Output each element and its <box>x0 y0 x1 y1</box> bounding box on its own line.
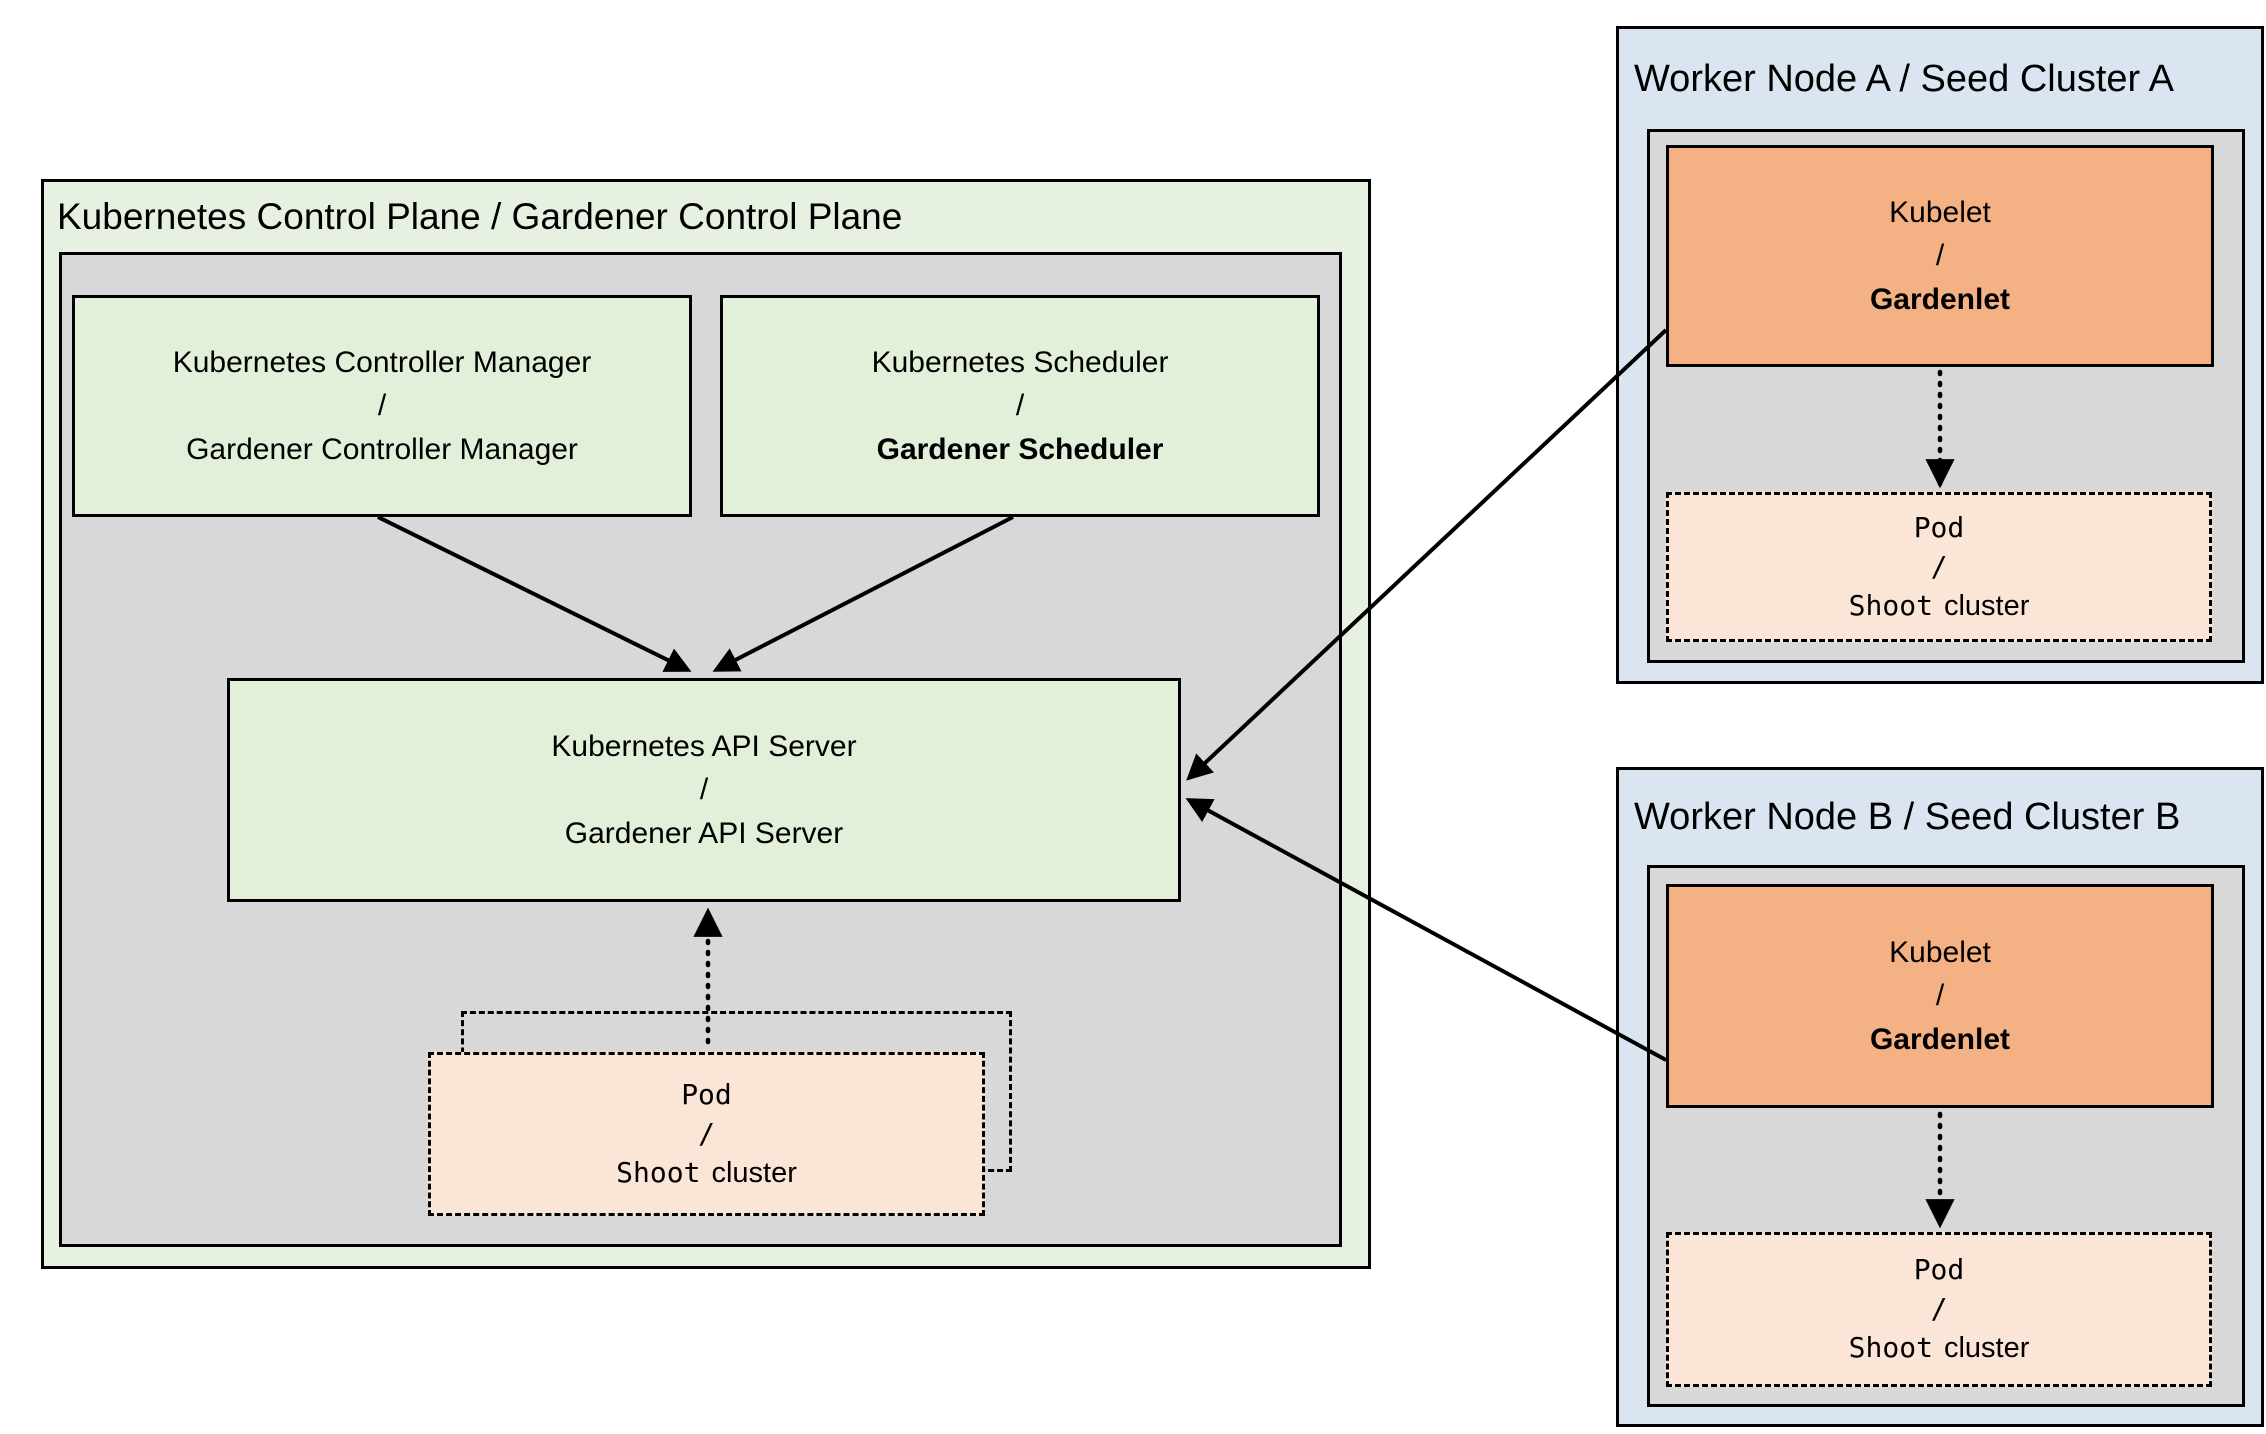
kubelet-b-line1: Kubelet <box>1889 935 1991 969</box>
pod-b-line2-plain: cluster <box>1943 1332 2030 1365</box>
scheduler-line1: Kubernetes Scheduler <box>871 345 1169 379</box>
pod-b-line2-mono: Shoot <box>1848 1331 1933 1365</box>
pod-a-line2: Shoot cluster <box>1849 586 2030 627</box>
pod-b-box: Pod / Shoot cluster <box>1666 1232 2212 1387</box>
worker-node-a-title: Worker Node A / Seed Cluster A <box>1634 57 2175 100</box>
control-plane-inner-panel: Kubernetes Controller Manager / Gardener… <box>59 252 1342 1247</box>
kubelet-b-line2: Gardenlet <box>1869 1022 2011 1056</box>
pod-shoot-stack: Pod / Shoot cluster <box>428 1011 1012 1216</box>
worker-node-b-inner-panel: Kubelet / Gardenlet Pod / Shoot cluster <box>1647 865 2245 1407</box>
kubelet-a-separator: / <box>1935 239 1945 273</box>
control-plane-title: Kubernetes Control Plane / Gardener Cont… <box>57 196 903 237</box>
kubelet-b-separator: / <box>1935 979 1945 1013</box>
pod-b-line2: Shoot cluster <box>1849 1328 2030 1369</box>
pod-line2: Shoot cluster <box>616 1153 797 1194</box>
pod-b-line1: Pod <box>1913 1253 1965 1287</box>
controller-manager-line2: Gardener Controller Manager <box>186 432 578 466</box>
kubelet-a-line2: Gardenlet <box>1869 282 2011 316</box>
pod-a-box: Pod / Shoot cluster <box>1666 492 2212 642</box>
pod-a-line1: Pod <box>1913 510 1965 544</box>
pod-line2-mono: Shoot <box>616 1155 701 1189</box>
pod-separator: / <box>698 1116 715 1150</box>
worker-node-a-box: Worker Node A / Seed Cluster A Kubelet /… <box>1616 26 2264 684</box>
pod-a-separator: / <box>1930 549 1948 583</box>
controller-manager-box: Kubernetes Controller Manager / Gardener… <box>72 295 692 517</box>
worker-node-b-box: Worker Node B / Seed Cluster B Kubelet /… <box>1616 767 2264 1427</box>
kubelet-b-box: Kubelet / Gardenlet <box>1666 884 2214 1108</box>
pod-a-line2-mono: Shoot <box>1848 588 1933 622</box>
scheduler-line2: Gardener Scheduler <box>876 432 1164 466</box>
api-server-separator: / <box>699 773 709 807</box>
control-plane-box: Kubernetes Control Plane / Gardener Cont… <box>41 179 1371 1269</box>
worker-node-b-title: Worker Node B / Seed Cluster B <box>1634 796 2181 838</box>
pod-line2-plain: cluster <box>711 1156 797 1189</box>
kubelet-a-line1: Kubelet <box>1889 195 1991 229</box>
pod-line1: Pod <box>681 1077 732 1111</box>
api-server-line1: Kubernetes API Server <box>551 729 857 763</box>
pod-a-line2-plain: cluster <box>1943 589 2030 622</box>
pod-b-separator: / <box>1930 1292 1948 1326</box>
pod-shoot-front-box: Pod / Shoot cluster <box>428 1052 985 1216</box>
scheduler-separator: / <box>1015 389 1025 423</box>
kubelet-a-box: Kubelet / Gardenlet <box>1666 145 2214 367</box>
controller-manager-separator: / <box>377 389 387 423</box>
api-server-box: Kubernetes API Server / Gardener API Ser… <box>227 678 1181 902</box>
api-server-line2: Gardener API Server <box>564 816 844 850</box>
scheduler-box: Kubernetes Scheduler / Gardener Schedule… <box>720 295 1320 517</box>
controller-manager-line1: Kubernetes Controller Manager <box>172 345 592 379</box>
worker-node-a-inner-panel: Kubelet / Gardenlet Pod / Shoot cluster <box>1647 129 2245 663</box>
